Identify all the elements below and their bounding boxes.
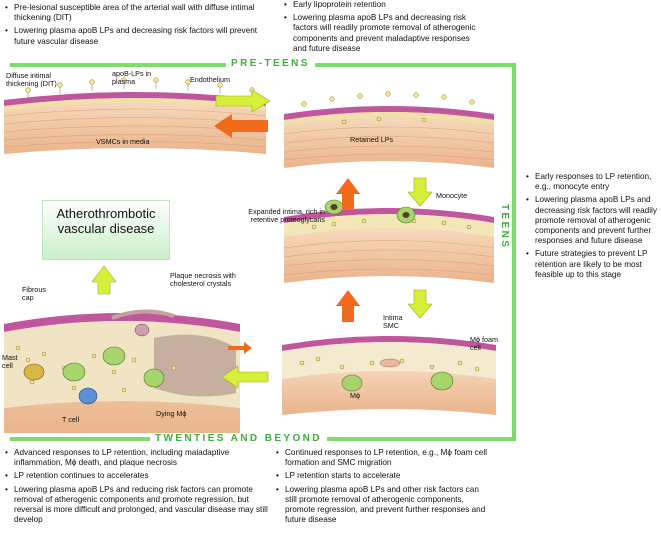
band-twenties: TWENTIES AND BEYOND (150, 433, 327, 444)
label-monocyte: Monocyte (436, 191, 468, 200)
note-item: Lowering plasma apoB LPs and decreasing … (4, 26, 259, 46)
label-dit: Diffuse intimal thickening (DIT) (6, 71, 57, 88)
artery-panel-advanced-plaque (4, 309, 240, 433)
stage-frame-right (512, 63, 516, 441)
arrow-down-icon (407, 177, 433, 207)
note-item: Early responses to LP retention, e.g., m… (525, 172, 657, 192)
note-item: Lowering plasma apoB LPs and decreasing … (525, 195, 657, 246)
note-item: Lowering plasma apoB LPs and reducing ri… (4, 485, 270, 526)
arrow-down-icon-2 (407, 289, 433, 319)
label-foam-cell: Mϕ foam cell (470, 335, 498, 352)
arrow-up-icon-2 (336, 290, 360, 322)
artery-panel-retained-lps (284, 91, 494, 168)
note-item: Future strategies to prevent LP retentio… (525, 249, 657, 280)
arrow-left-icon (214, 114, 268, 138)
callout-atherothrombotic: Atherothrombotic vascular disease (42, 200, 170, 260)
note-item: LP retention starts to accelerate (275, 471, 490, 481)
note-item: Lowering plasma apoB LPs and other risk … (275, 485, 490, 526)
artery-panel-monocyte-entry (284, 199, 494, 283)
label-endothelium: Endothelium (190, 75, 230, 84)
label-apob-plasma: apoB-LPs in plasma (112, 69, 152, 86)
arrow-up-icon (336, 178, 360, 210)
arrow-right-small-icon (228, 342, 252, 354)
label-t-cell: T cell (62, 415, 80, 424)
band-teens: TEENS (499, 200, 510, 254)
note-item: Continued responses to LP retention, e.g… (275, 448, 490, 468)
artery-panel-foam-cells (282, 336, 496, 415)
notes-top-center: Early lipoprotein retentionLowering plas… (283, 0, 483, 57)
label-intima-smc: Intima SMC (383, 313, 403, 330)
label-expanded-intima: Expanded intima, rich in retentive prote… (248, 207, 325, 224)
label-mphi: Mϕ (350, 391, 361, 400)
note-item: Lowering plasma apoB LPs and decreasing … (283, 13, 483, 54)
notes-bottom-center: Continued responses to LP retention, e.g… (275, 448, 490, 528)
band-preteens: PRE-TEENS (226, 58, 315, 69)
arrow-left-yellow-icon (221, 365, 269, 389)
notes-top-left: Pre-lesional susceptible area of the art… (4, 3, 259, 50)
label-retained-lps: Retained LPs (350, 135, 394, 144)
note-item: Early lipoprotein retention (283, 0, 483, 10)
arrow-up-yellow-icon (91, 265, 117, 295)
label-mast-cell: Mast cell (2, 353, 18, 370)
notes-bottom-left: Advanced responses to LP retention, incl… (4, 448, 270, 528)
arrow-right-icon (215, 89, 271, 113)
notes-right: Early responses to LP retention, e.g., m… (525, 172, 657, 283)
label-fibrous-cap: Fibrous cap (22, 285, 46, 302)
note-item: Pre-lesional susceptible area of the art… (4, 3, 259, 23)
label-dying-mphi: Dying Mϕ (156, 409, 187, 418)
note-item: LP retention continues to accelerates (4, 471, 270, 481)
label-plaque-necrosis: Plaque necrosis with cholesterol crystal… (170, 271, 236, 288)
label-vsmcs: VSMCs in media (96, 137, 150, 146)
note-item: Advanced responses to LP retention, incl… (4, 448, 270, 468)
